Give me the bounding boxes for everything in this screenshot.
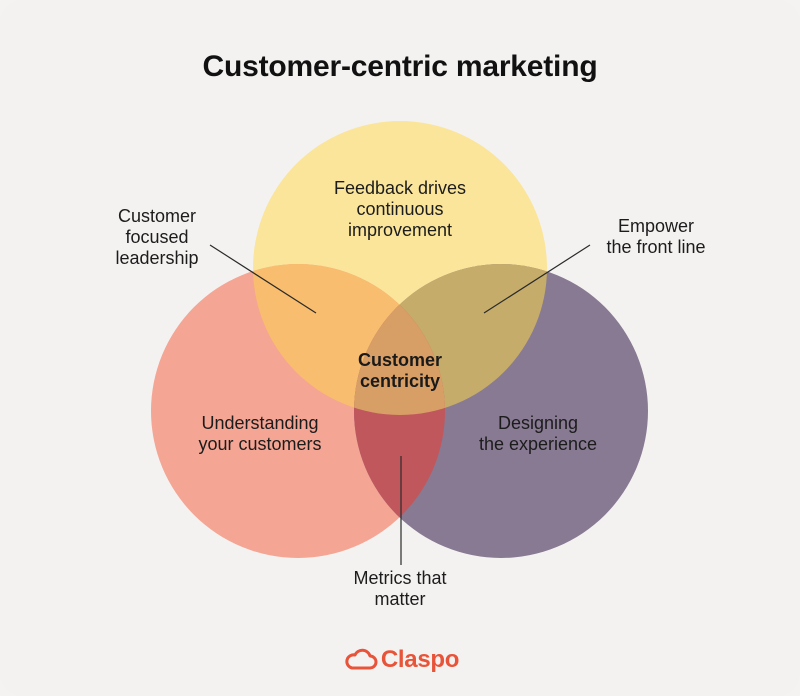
label-designing: Designing the experience [478, 413, 598, 454]
label-customer-centricity: Customer centricity [357, 350, 442, 391]
leader-line-front-line [483, 244, 591, 314]
label-leadership: Customer focused leadership [115, 206, 199, 268]
label-metrics: Metrics that matter [353, 568, 447, 609]
label-feedback: Feedback drives continuous improvement [333, 178, 467, 240]
leader-line-leadership [209, 244, 317, 314]
brand-logo: Claspo [0, 646, 800, 674]
brand-name: Claspo [380, 646, 460, 673]
label-understanding: Understanding your customers [198, 413, 322, 454]
diagram-title: Customer-centric marketing [202, 50, 598, 83]
claspo-logo-icon [345, 648, 378, 670]
label-front-line: Empower the front line [606, 216, 706, 257]
